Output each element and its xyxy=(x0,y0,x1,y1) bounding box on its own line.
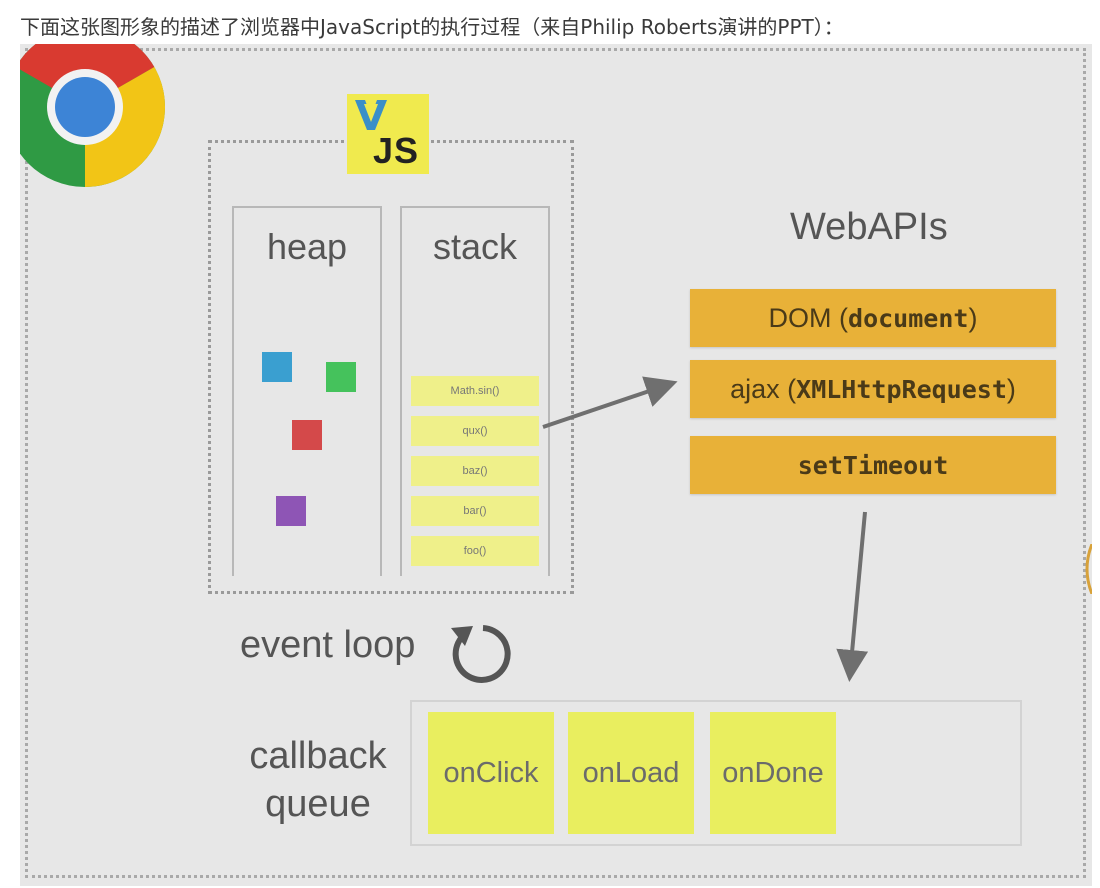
callback-onload: onLoad xyxy=(568,712,694,834)
flow-arrows xyxy=(542,376,869,682)
stack-title: stack xyxy=(432,226,518,267)
stack-frame: foo() xyxy=(411,536,539,566)
webapi-dom-code: document xyxy=(848,303,969,333)
heap-object-red xyxy=(292,420,322,450)
browser-dotted-border xyxy=(25,48,1086,878)
arrow-stack-to-webapis xyxy=(542,376,678,429)
webapis-title: WebAPIs xyxy=(790,206,948,248)
callback-onclick: onClick xyxy=(428,712,554,834)
js-logo-badge: JS xyxy=(347,94,429,174)
cropped-logo-fragment-icon xyxy=(1085,544,1092,594)
arrow-webapis-to-queue xyxy=(836,511,869,682)
callback-queue-label: callback queue xyxy=(240,732,396,828)
callback-ondone: onDone xyxy=(710,712,836,834)
heap-object-purple xyxy=(276,496,306,526)
stack-frame: baz() xyxy=(411,456,539,486)
stack-frame: bar() xyxy=(411,496,539,526)
heap-panel: heap xyxy=(232,206,382,576)
webapi-ajax-label: ajax ( xyxy=(730,373,797,404)
event-loop-diagram: JS heap stack Math.sin() qux() baz() bar… xyxy=(20,44,1092,886)
webapi-dom-label: DOM ( xyxy=(768,302,849,333)
webapi-dom-end: ) xyxy=(968,302,978,333)
heap-object-green xyxy=(326,362,356,392)
page-caption: 下面这张图形象的描述了浏览器中JavaScript的执行过程（来自Philip … xyxy=(20,15,844,39)
webapi-ajax: ajax (XMLHttpRequest) xyxy=(690,360,1056,418)
webapi-dom: DOM (document) xyxy=(690,289,1056,347)
stack-frame: qux() xyxy=(411,416,539,446)
webapi-settimeout: setTimeout xyxy=(690,436,1056,494)
stack-frame: Math.sin() xyxy=(411,376,539,406)
event-loop-label: event loop xyxy=(240,624,416,666)
callback-queue-label-line2: queue xyxy=(265,783,371,825)
webapi-ajax-end: ) xyxy=(1006,373,1016,404)
heap-object-blue xyxy=(262,352,292,382)
webapi-settimeout-code: setTimeout xyxy=(797,450,949,480)
heap-title: heap xyxy=(266,226,348,267)
callback-queue-box xyxy=(410,700,1022,846)
loop-cycle-icon xyxy=(451,625,511,683)
webapi-ajax-code: XMLHttpRequest xyxy=(796,374,1007,404)
callback-queue-label-line1: callback xyxy=(249,735,387,777)
stack-panel: stack Math.sin() qux() baz() bar() foo() xyxy=(400,206,550,576)
js-badge-text: JS xyxy=(373,130,420,171)
v8-crest-icon xyxy=(355,100,387,130)
chrome-logo-icon xyxy=(20,44,166,187)
